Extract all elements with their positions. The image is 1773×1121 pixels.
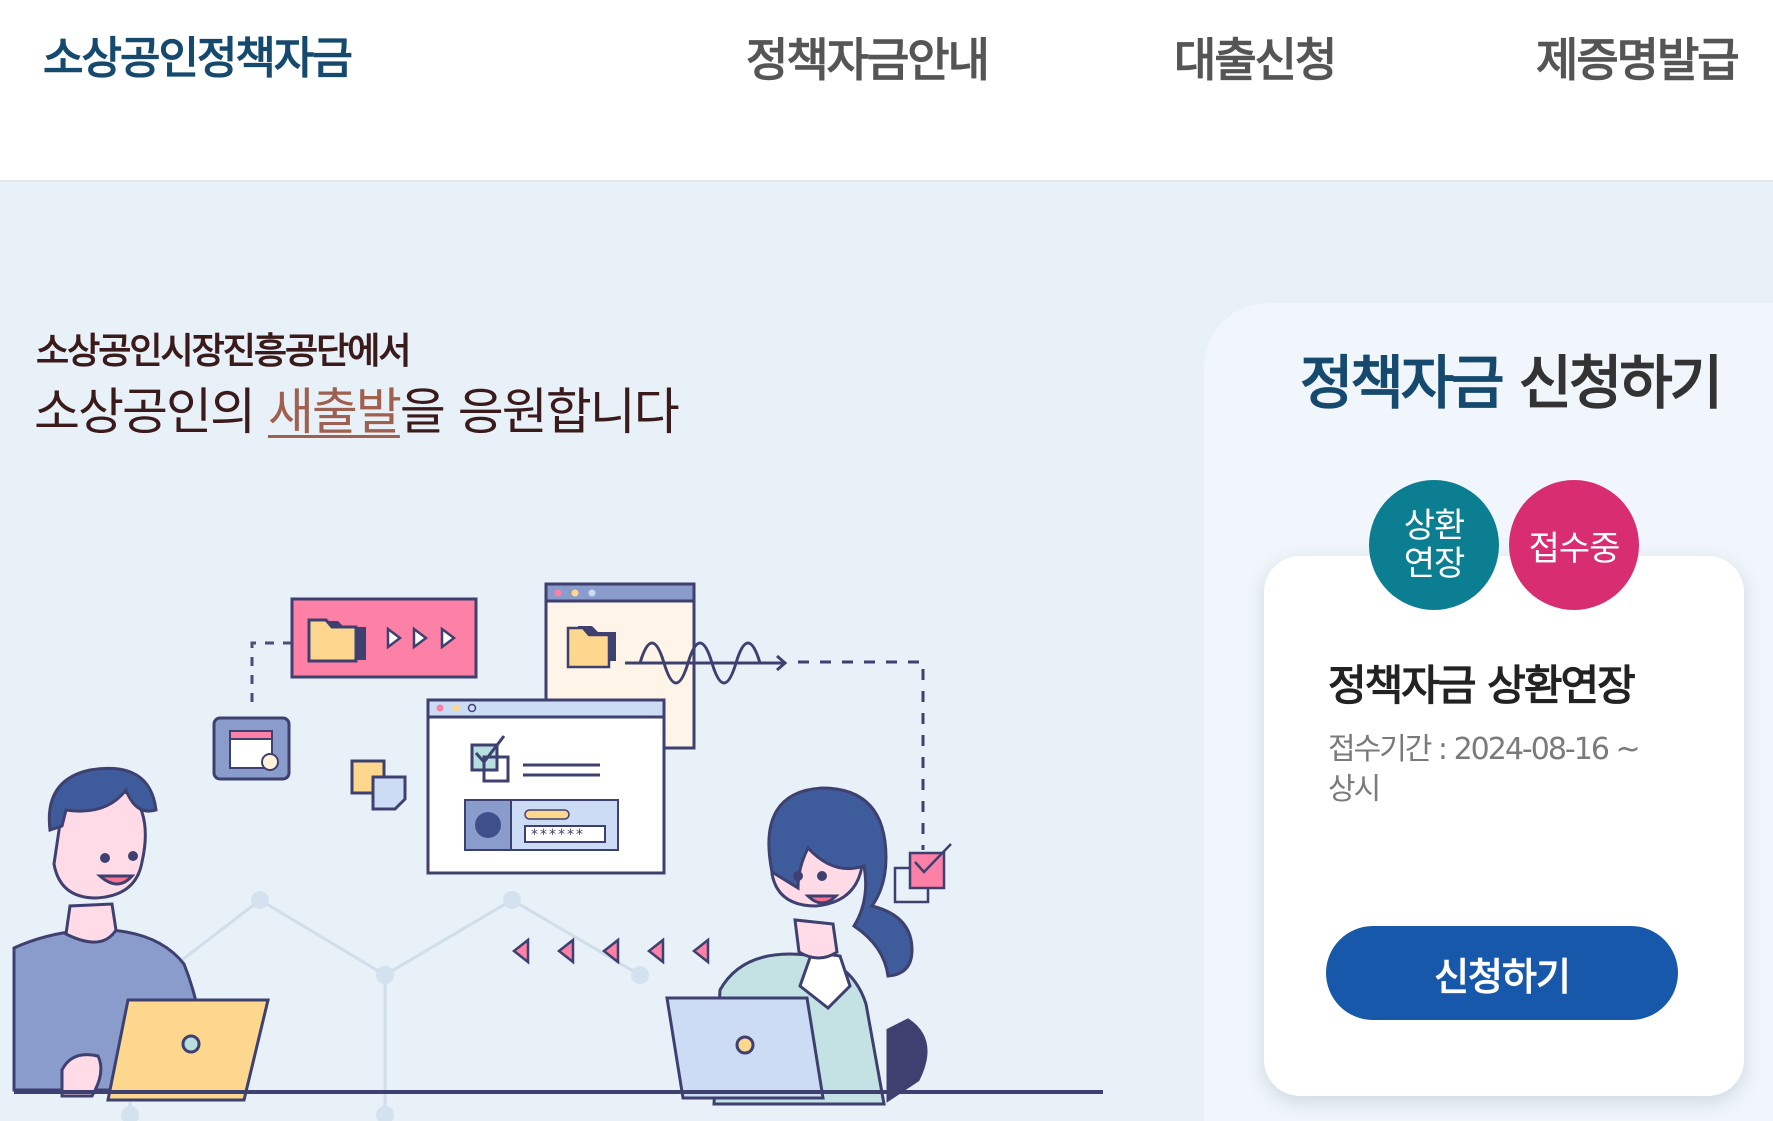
application-period: 접수기간 : 2024-08-16 ~ 상시 <box>1328 732 1641 807</box>
apply-panel-title: 정책자금 신청하기 <box>1300 336 1723 420</box>
badge-repayment-extension: 상환 연장 <box>1369 480 1499 610</box>
hero-title: 소상공인의 새출발을 응원합니다 <box>34 372 680 444</box>
hero-illustration: ****** <box>12 582 1103 1121</box>
woman-with-laptop <box>665 786 928 1106</box>
hero-title-highlight: 새출발 <box>267 383 402 441</box>
apply-button[interactable]: 신청하기 <box>1326 926 1678 1020</box>
site-logo[interactable]: 소상공인정책자금 <box>43 33 353 84</box>
man-with-laptop <box>12 766 270 1102</box>
password-mask: ****** <box>531 827 585 843</box>
badge-line-1: 상환 <box>1403 506 1466 546</box>
dashed-connector-left <box>250 641 292 705</box>
badge-accepting: 접수중 <box>1509 480 1639 610</box>
nav-certificate-issuance[interactable]: 제증명발급 <box>1536 33 1740 87</box>
nav-policy-fund-info[interactable]: 정책자금안내 <box>746 33 990 87</box>
hero-subtitle: 소상공인시장진흥공단에서 <box>36 331 411 372</box>
left-arrows-icon <box>511 937 710 965</box>
badge-line-2: 연장 <box>1403 544 1466 584</box>
panel-title-part1: 정책자금 <box>1300 349 1504 417</box>
browser-window-login: ****** <box>426 698 666 875</box>
nav-loan-application[interactable]: 대출신청 <box>1174 33 1337 87</box>
panel-title-part2: 신청하기 <box>1501 349 1723 417</box>
folder-transfer-box <box>290 597 478 679</box>
card-title: 정책자금 상환연장 <box>1328 661 1636 710</box>
wave-signal-icon <box>625 641 925 850</box>
hero-title-after: 을 응원합니다 <box>399 383 680 441</box>
calendar-clock-icon <box>212 716 291 781</box>
site-header: 소상공인정책자금 정책자금안내 대출신청 제증명발급 <box>0 0 1773 182</box>
sticky-notes-icon <box>350 759 407 811</box>
checked-box-icon <box>893 843 952 904</box>
hero-title-before: 소상공인의 <box>34 383 268 441</box>
